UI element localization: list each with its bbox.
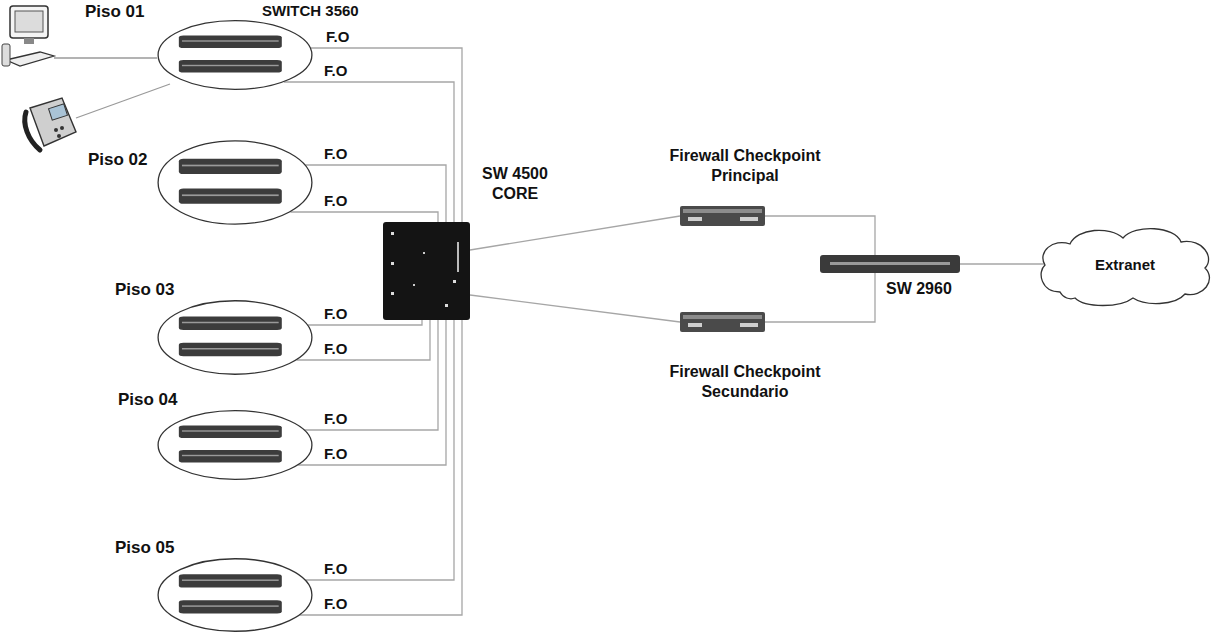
floor-switch-group: Piso 03: [157, 300, 313, 375]
cloud: Extranet: [1035, 222, 1215, 308]
core-switch: SW 4500 CORE: [383, 222, 470, 320]
floor-label: Piso 02: [88, 150, 148, 170]
floor-ellipse: [157, 410, 313, 480]
floor-switch-group: Piso 02: [157, 140, 313, 225]
edge-label: F.O: [322, 410, 349, 427]
floor-ellipse: [157, 558, 313, 632]
fiber-link: [305, 165, 446, 222]
edge-label: F.O: [322, 560, 349, 577]
edge-label: F.O: [322, 62, 349, 79]
switch-chassis: [820, 255, 960, 273]
fiber-link: [300, 320, 462, 615]
floor-switch-group: Piso 05: [157, 558, 313, 632]
firewall-appliance: [680, 312, 765, 332]
floor-label: Piso 03: [115, 280, 175, 300]
floor-switch-group: Piso 01: [157, 20, 313, 90]
network-link: [470, 216, 680, 250]
fiber-link: [305, 320, 439, 430]
access-switch: SW 2960: [820, 255, 960, 273]
edge-label: F.O: [322, 192, 349, 209]
fiber-link: [284, 82, 454, 222]
edge-label: F.O: [322, 145, 349, 162]
network-link: [470, 295, 680, 322]
floor-label: Piso 01: [85, 2, 145, 22]
edge-label: F.O: [322, 305, 349, 322]
device-label: SW 4500 CORE: [475, 164, 555, 204]
fiber-link: [310, 48, 462, 222]
fiber-link: [298, 320, 446, 465]
floor-ellipse: [157, 300, 313, 375]
firewall-appliance: [680, 206, 765, 226]
device-label: SW 2960: [884, 279, 954, 299]
device-label: Firewall Checkpoint Secundario: [645, 362, 845, 402]
part-label: SWITCH 3560: [262, 2, 359, 20]
firewall: Firewall Checkpoint Secundario: [680, 312, 765, 332]
floor-ellipse: [157, 140, 313, 225]
floor-label: Piso 05: [115, 538, 175, 558]
floor-switch-group: Piso 04: [157, 410, 313, 480]
network-link: [765, 216, 875, 255]
core-chassis: [383, 222, 470, 320]
edge-label: F.O: [322, 595, 349, 612]
edge-label: F.O: [322, 445, 349, 462]
network-link: [765, 273, 875, 322]
device-label: Firewall Checkpoint Principal: [645, 146, 845, 186]
firewall: Firewall Checkpoint Principal: [680, 206, 765, 226]
fiber-link: [305, 320, 454, 580]
network-link: [960, 263, 1045, 264]
floor-label: Piso 04: [118, 390, 178, 410]
fiber-link: [290, 212, 438, 222]
edge-label: F.O: [324, 28, 351, 45]
fiber-link: [297, 320, 431, 360]
edge-label: F.O: [322, 340, 349, 357]
floor-ellipse: [157, 20, 313, 90]
cloud-label: Extranet: [1035, 255, 1215, 275]
